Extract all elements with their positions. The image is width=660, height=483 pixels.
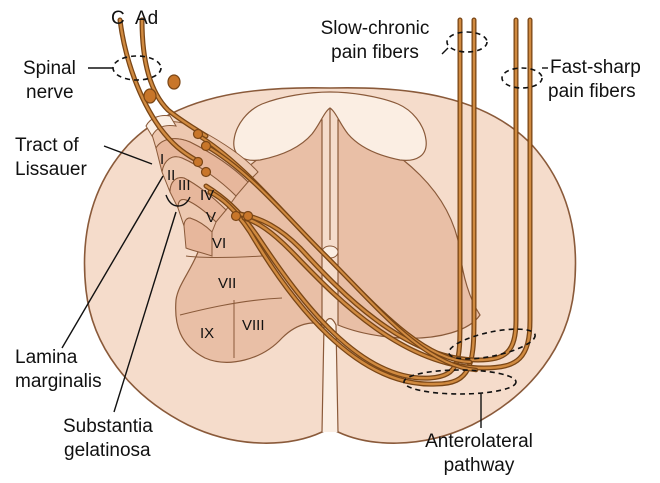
lamina-marginalis-label-1: Lamina [15, 347, 78, 368]
lamina-VI-region [183, 217, 213, 257]
slow-chronic-marker [446, 31, 488, 53]
gray-matter-right [337, 119, 481, 339]
substantia-bracket [165, 194, 191, 207]
substantia-label-2: gelatinosa [64, 440, 151, 461]
anterolateral-label-2: pathway [443, 455, 515, 476]
fiber-c-label: C [111, 8, 125, 29]
fiber-terminals [143, 74, 254, 222]
tract-label-2: Lissauer [15, 159, 87, 180]
fast-sharp-marker [501, 67, 543, 89]
terminal-lamina-V-a [230, 210, 242, 222]
terminal-ad-upper [167, 74, 181, 90]
dashed-markers [112, 31, 543, 395]
lamina-label-VII: VII [218, 275, 236, 292]
lamina-label-I: I [160, 151, 164, 168]
lamina-label-VIII: VIII [242, 317, 265, 334]
lamina-marginalis-label-2: marginalis [15, 371, 102, 392]
fiber-ad-label: Ad [135, 8, 159, 29]
leader-slow-chronic [441, 47, 449, 55]
leader-substantia [113, 211, 177, 413]
fast-sharp-label-2: pain fibers [548, 81, 636, 102]
lamina-label-III: III [178, 177, 191, 194]
spinal-nerve-label-1: Spinal [23, 58, 76, 79]
terminal-lamina-III [192, 156, 204, 168]
lamina-label-IX: IX [200, 325, 214, 342]
spinal-nerve-label-2: nerve [26, 82, 74, 103]
anterolateral-marker-lower [403, 369, 517, 395]
anterolateral-marker-upper [448, 328, 536, 360]
anterolateral-label-1: Anterolateral [425, 431, 533, 452]
terminal-c-upper [143, 88, 157, 104]
substantia-label-1: Substantia [63, 416, 153, 437]
fast-sharp-label-1: Fast-sharp [550, 57, 641, 78]
terminal-lamina-I [192, 128, 204, 140]
lamina-label-V: V [206, 209, 216, 226]
tract-label-1: Tract of [15, 135, 79, 156]
lamina-labels: I II III IV V VI VII VIII IX [160, 151, 265, 342]
lamina-divider-VIII-IX [179, 297, 283, 358]
leader-lamina-marginalis [61, 175, 164, 349]
terminal-lamina-V-b [242, 210, 254, 222]
lamina-divider-VII [185, 255, 263, 258]
spinal-nerve-marker [112, 55, 162, 81]
terminal-lamina-III-b [200, 166, 212, 178]
lamina-label-VI: VI [212, 235, 226, 252]
terminal-lamina-II [200, 140, 212, 152]
slow-chronic-label-2: pain fibers [331, 42, 419, 63]
leader-tract [103, 145, 153, 165]
lamina-label-IV: IV [200, 187, 214, 204]
slow-chronic-label-1: Slow-chronic [320, 18, 430, 39]
lamina-label-II: II [167, 167, 175, 184]
leader-lines [61, 47, 548, 428]
